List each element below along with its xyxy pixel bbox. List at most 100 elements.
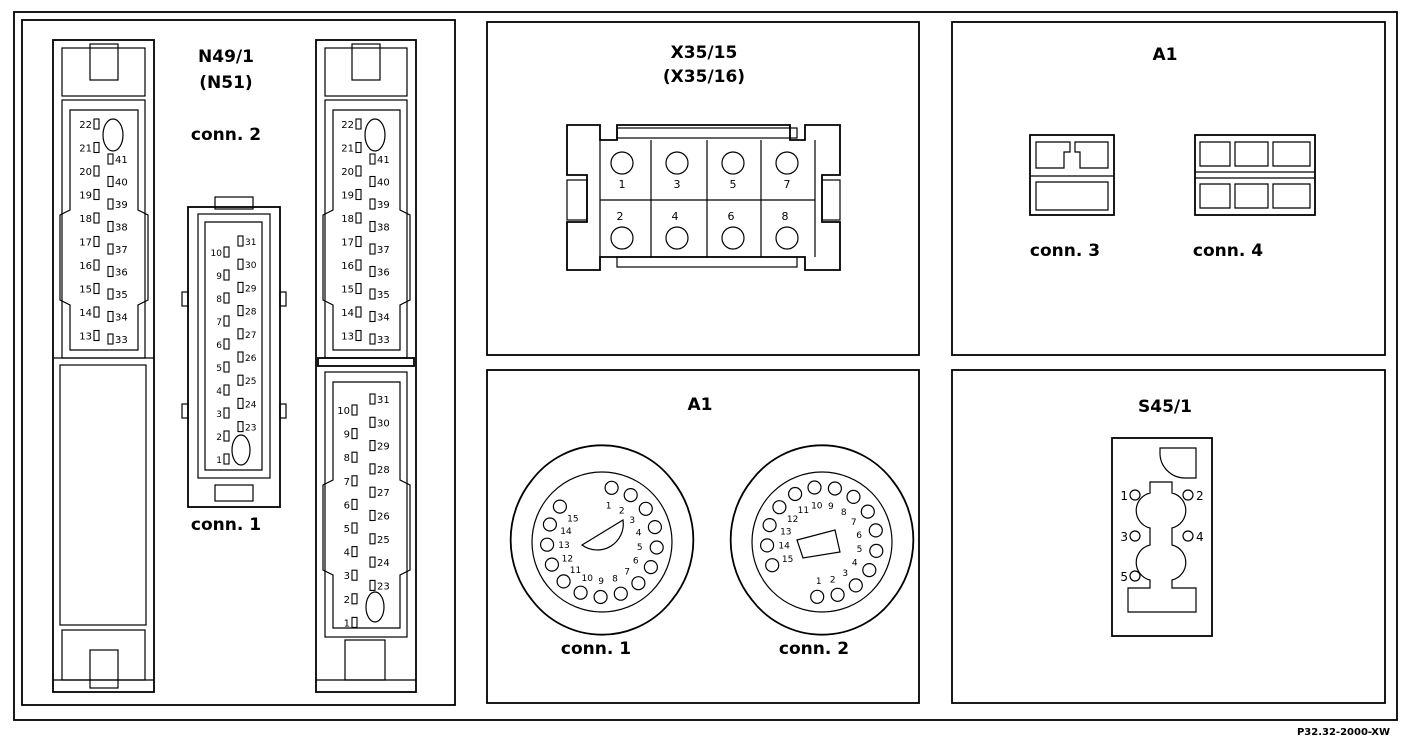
pin-label: 15 bbox=[341, 285, 354, 296]
pin-label: 29 bbox=[377, 442, 390, 453]
pin-label: 40 bbox=[115, 178, 128, 189]
pin-label: 23 bbox=[245, 424, 256, 434]
pin-cavity bbox=[237, 328, 244, 340]
x35-pin-label: 5 bbox=[730, 178, 737, 191]
a1-conn4-shape bbox=[1194, 134, 1316, 216]
s45-pin-hole bbox=[1129, 489, 1141, 501]
round-pin-hole bbox=[848, 578, 863, 593]
pin-label: 19 bbox=[79, 191, 92, 202]
pin-cavity bbox=[237, 351, 244, 363]
pin-cavity bbox=[351, 569, 358, 581]
round-pin-hole bbox=[830, 587, 845, 602]
s45-pin-label: 5 bbox=[1120, 570, 1128, 584]
x35-connector-housing bbox=[566, 124, 841, 271]
pin-cavity bbox=[223, 407, 230, 419]
round-pin-label: 13 bbox=[780, 527, 791, 537]
pin-label: 25 bbox=[377, 535, 390, 546]
round-pin-hole bbox=[604, 480, 619, 495]
n49-subtitle: (N51) bbox=[199, 73, 252, 93]
round-pin-label: 12 bbox=[562, 555, 573, 565]
pin-label: 41 bbox=[115, 155, 128, 166]
round-pin-label: 14 bbox=[560, 527, 572, 537]
a1-conn3-label: conn. 3 bbox=[1030, 241, 1100, 261]
pin-label: 5 bbox=[344, 524, 350, 535]
round-pin-label: 9 bbox=[828, 502, 834, 512]
x35-pin-label: 4 bbox=[672, 210, 679, 223]
pin-label: 20 bbox=[79, 167, 92, 178]
pin-cavity bbox=[223, 315, 230, 327]
round-pin-label: 4 bbox=[636, 529, 642, 539]
pin-label: 1 bbox=[344, 618, 350, 629]
pin-cavity bbox=[369, 463, 376, 475]
a1-round-conn1-label: conn. 1 bbox=[561, 639, 631, 659]
round-pin-hole bbox=[868, 523, 883, 538]
pin-label: 31 bbox=[245, 238, 256, 248]
round-pin-hole bbox=[623, 488, 638, 503]
pin-cavity bbox=[93, 306, 100, 318]
pin-label: 7 bbox=[216, 318, 222, 328]
pin-label: 6 bbox=[344, 500, 350, 511]
pin-cavity bbox=[107, 153, 114, 165]
pin-label: 14 bbox=[341, 308, 354, 319]
pin-label: 31 bbox=[377, 395, 390, 406]
pin-label: 25 bbox=[245, 377, 256, 387]
pin-label: 5 bbox=[216, 364, 222, 374]
pin-label: 33 bbox=[115, 335, 128, 346]
round-pin-hole bbox=[862, 562, 877, 578]
s45-pin-label: 1 bbox=[1120, 489, 1128, 503]
pin-cavity bbox=[355, 282, 362, 295]
round-pin-label: 15 bbox=[567, 515, 578, 525]
x35-pin-label: 3 bbox=[674, 178, 681, 191]
pin-label: 16 bbox=[341, 261, 354, 272]
round-pin-hole bbox=[593, 589, 608, 605]
pin-label: 41 bbox=[377, 155, 390, 166]
panel-n49 bbox=[21, 19, 456, 706]
pin-cavity bbox=[369, 509, 376, 522]
x35-pin-hole bbox=[610, 226, 634, 250]
pin-label: 7 bbox=[344, 477, 350, 488]
round-pin-label: 5 bbox=[637, 543, 643, 553]
pin-cavity bbox=[355, 306, 362, 318]
s45-title: S45/1 bbox=[1138, 397, 1192, 417]
pin-cavity bbox=[355, 329, 362, 342]
n49-conn2-label: conn. 2 bbox=[191, 125, 261, 145]
pin-label: 36 bbox=[115, 268, 128, 279]
pin-cavity bbox=[107, 310, 114, 323]
pin-label: 13 bbox=[79, 332, 92, 343]
pin-cavity bbox=[93, 235, 100, 248]
pin-cavity bbox=[369, 265, 376, 278]
pin-label: 22 bbox=[79, 120, 92, 131]
pin-label: 37 bbox=[377, 245, 390, 256]
pin-label: 13 bbox=[341, 332, 354, 343]
pin-label: 35 bbox=[115, 290, 128, 301]
pin-label: 21 bbox=[341, 144, 354, 155]
pin-label: 28 bbox=[377, 465, 390, 476]
outer-frame bbox=[13, 11, 1398, 721]
round-pin-label: 2 bbox=[830, 575, 836, 585]
round-pin-hole bbox=[539, 537, 555, 552]
pin-cavity bbox=[237, 421, 244, 433]
round-pin-label: 14 bbox=[778, 541, 790, 551]
round-pin-hole bbox=[860, 504, 875, 519]
pin-label: 8 bbox=[344, 453, 350, 464]
round-pin-label: 3 bbox=[629, 516, 635, 526]
pin-label: 9 bbox=[344, 430, 350, 441]
pin-cavity bbox=[93, 259, 100, 271]
pin-cavity bbox=[93, 141, 100, 154]
pin-label: 26 bbox=[377, 512, 390, 523]
pin-cavity bbox=[223, 430, 230, 442]
s45-pin-label: 4 bbox=[1196, 530, 1204, 544]
pin-label: 33 bbox=[377, 335, 390, 346]
round-pin-hole bbox=[807, 480, 822, 495]
pin-cavity bbox=[93, 188, 100, 201]
round-pin-label: 10 bbox=[811, 501, 823, 511]
pin-cavity bbox=[369, 243, 376, 255]
s45-pin-label: 2 bbox=[1196, 489, 1204, 503]
s45-contact-track bbox=[1127, 481, 1197, 613]
pin-cavity bbox=[369, 416, 376, 428]
